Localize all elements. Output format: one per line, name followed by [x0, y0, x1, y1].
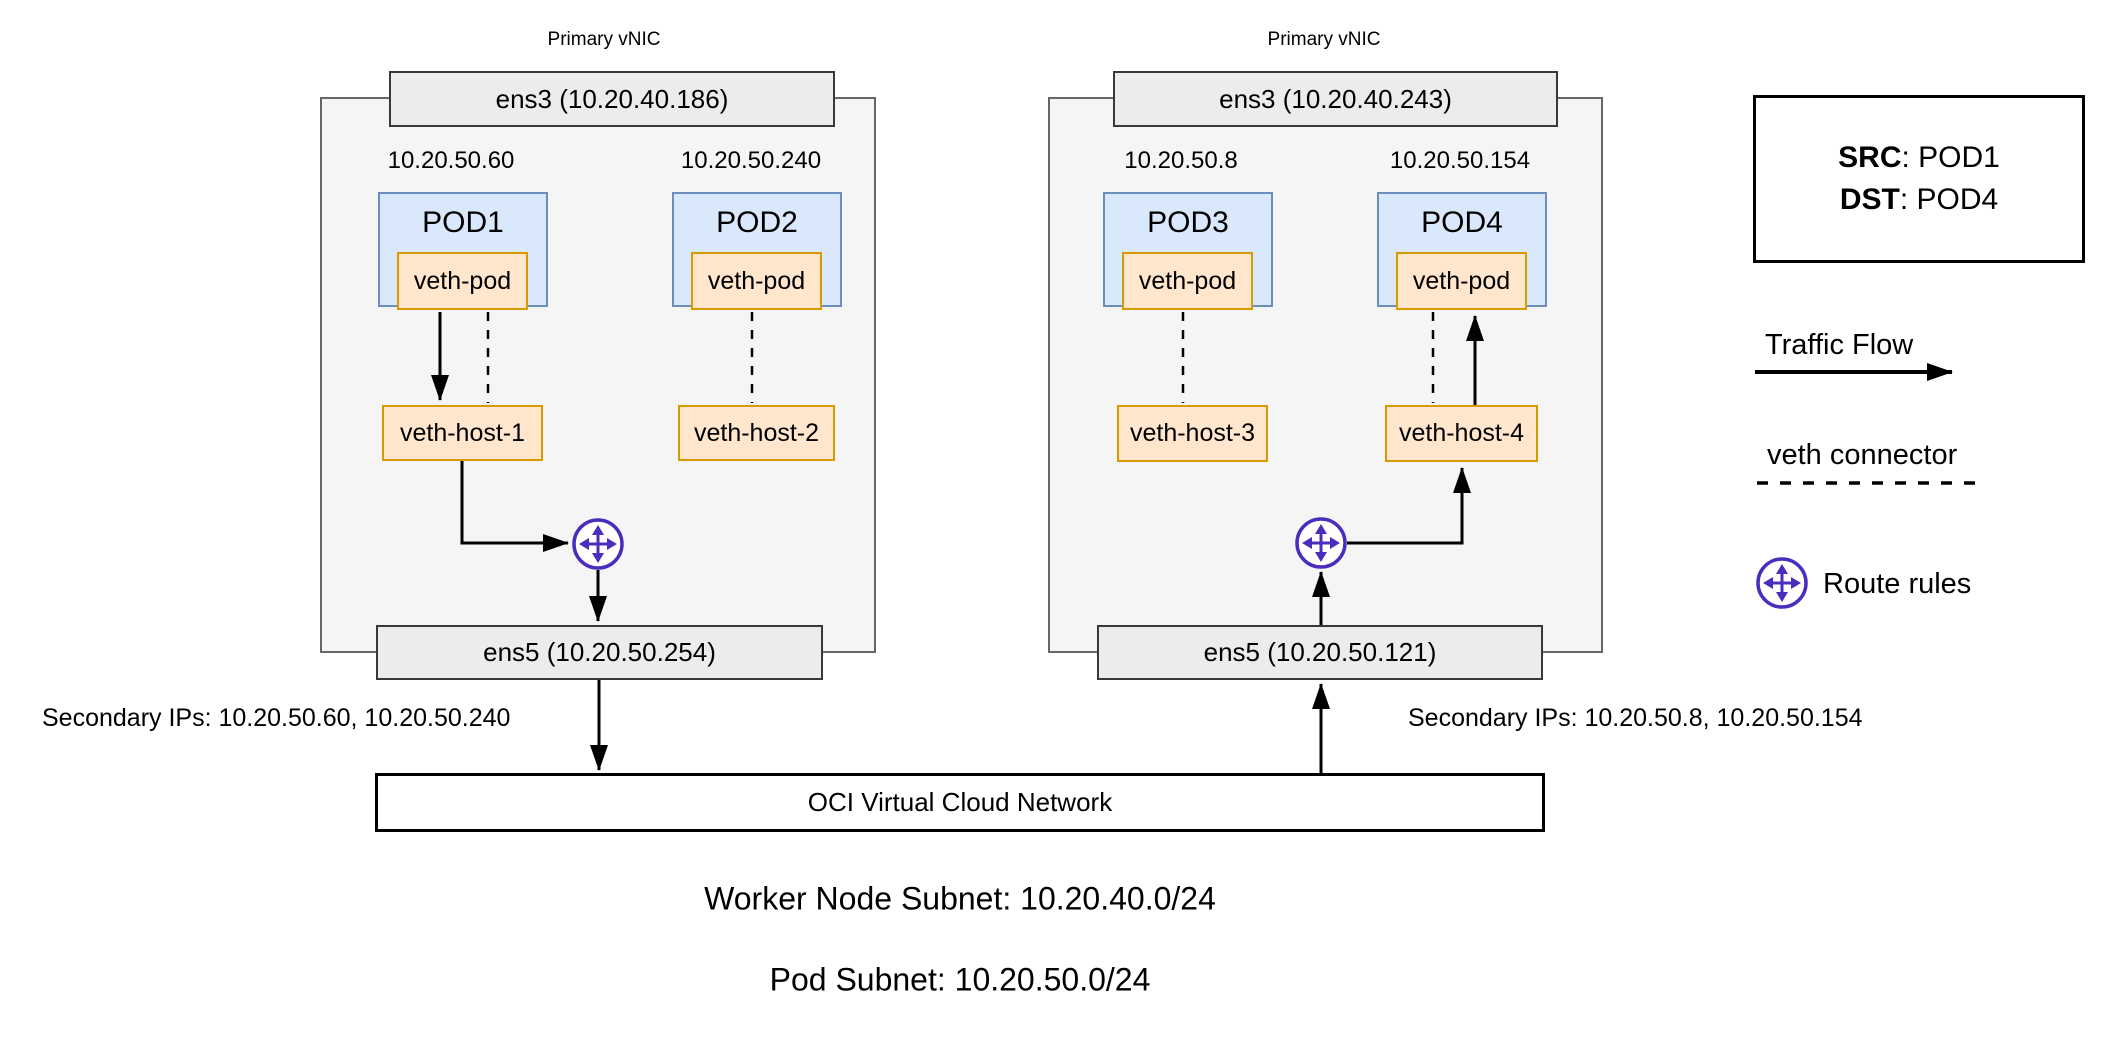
veth-host-1-box: veth-host-1 — [382, 405, 543, 461]
src-value: : POD1 — [1901, 141, 2000, 174]
pod2-ip-label: 10.20.50.240 — [680, 147, 822, 174]
route-rules-icon-node1 — [572, 518, 624, 570]
src-key: SRC — [1838, 141, 1902, 174]
primary-vnic-label-node2: Primary vNIC — [1267, 29, 1381, 50]
traffic-arrow-route-to-vethhost4 — [1347, 467, 1471, 545]
veth-connector-legend-label: veth connector — [1767, 439, 1958, 471]
pod4-label: POD4 — [1421, 206, 1503, 239]
veth-host-2-box: veth-host-2 — [678, 405, 835, 461]
pod1-ip-label: 10.20.50.60 — [387, 147, 515, 174]
dst-value: : POD4 — [1899, 183, 1999, 216]
primary-vnic-label-node1: Primary vNIC — [547, 29, 661, 50]
pod3-ip-label: 10.20.50.8 — [1124, 147, 1238, 174]
ens3-interface-node2: ens3 (10.20.40.243) — [1113, 71, 1558, 127]
legend-src-line: SRC: POD1 — [1838, 137, 2000, 179]
pod-subnet-label: Pod Subnet: 10.20.50.0/24 — [769, 961, 1151, 998]
traffic-flow-legend-label: Traffic Flow — [1765, 329, 1914, 361]
veth-pod3-box: veth-pod — [1122, 252, 1253, 310]
secondary-ips-node1: Secondary IPs: 10.20.50.60, 10.20.50.240 — [42, 704, 511, 732]
route-rules-legend-icon — [1756, 557, 1808, 609]
vcn-box: OCI Virtual Cloud Network — [375, 773, 1545, 832]
pod1-label: POD1 — [422, 206, 504, 239]
veth-pod1-box: veth-pod — [397, 252, 528, 310]
route-rules-legend-label: Route rules — [1823, 568, 1972, 600]
src-dst-box: SRC: POD1 DST: POD4 — [1753, 95, 2085, 263]
ens5-label-node1: ens5 (10.20.50.254) — [483, 637, 716, 667]
worker-node-subnet-label: Worker Node Subnet: 10.20.40.0/24 — [704, 880, 1216, 917]
dst-key: DST — [1839, 183, 1900, 216]
ens5-interface-node1: ens5 (10.20.50.254) — [376, 625, 823, 680]
legend-dst-line: DST: POD4 — [1840, 179, 1998, 221]
secondary-ips-node2: Secondary IPs: 10.20.50.8, 10.20.50.154 — [1408, 704, 1863, 732]
pod4-ip-label: 10.20.50.154 — [1389, 147, 1531, 174]
ens3-interface-node1: ens3 (10.20.40.186) — [389, 71, 835, 127]
veth-pod4-label: veth-pod — [1412, 266, 1511, 295]
ens3-label-node1: ens3 (10.20.40.186) — [495, 83, 729, 114]
veth-pod3-label: veth-pod — [1138, 266, 1237, 295]
veth-host-4-label: veth-host-4 — [1398, 419, 1525, 447]
ens3-label-node2: ens3 (10.20.40.243) — [1219, 83, 1452, 114]
pod3-label: POD3 — [1147, 206, 1229, 239]
veth-host-1-label: veth-host-1 — [399, 418, 526, 447]
veth-host-3-box: veth-host-3 — [1117, 405, 1268, 462]
veth-host-3-label: veth-host-3 — [1129, 419, 1256, 447]
veth-pod2-label: veth-pod — [707, 266, 806, 295]
veth-host-2-label: veth-host-2 — [693, 418, 820, 447]
veth-pod2-box: veth-pod — [691, 252, 822, 310]
veth-pod4-box: veth-pod — [1396, 252, 1527, 310]
veth-pod1-label: veth-pod — [413, 266, 512, 295]
veth-host-4-box: veth-host-4 — [1385, 405, 1538, 462]
pod2-label: POD2 — [716, 206, 798, 239]
vcn-label: OCI Virtual Cloud Network — [807, 787, 1113, 817]
traffic-arrow-vethhost1-to-route — [460, 461, 569, 552]
ens5-interface-node2: ens5 (10.20.50.121) — [1097, 625, 1543, 680]
ens5-label-node2: ens5 (10.20.50.121) — [1203, 637, 1437, 667]
route-rules-icon-node2 — [1295, 517, 1347, 569]
